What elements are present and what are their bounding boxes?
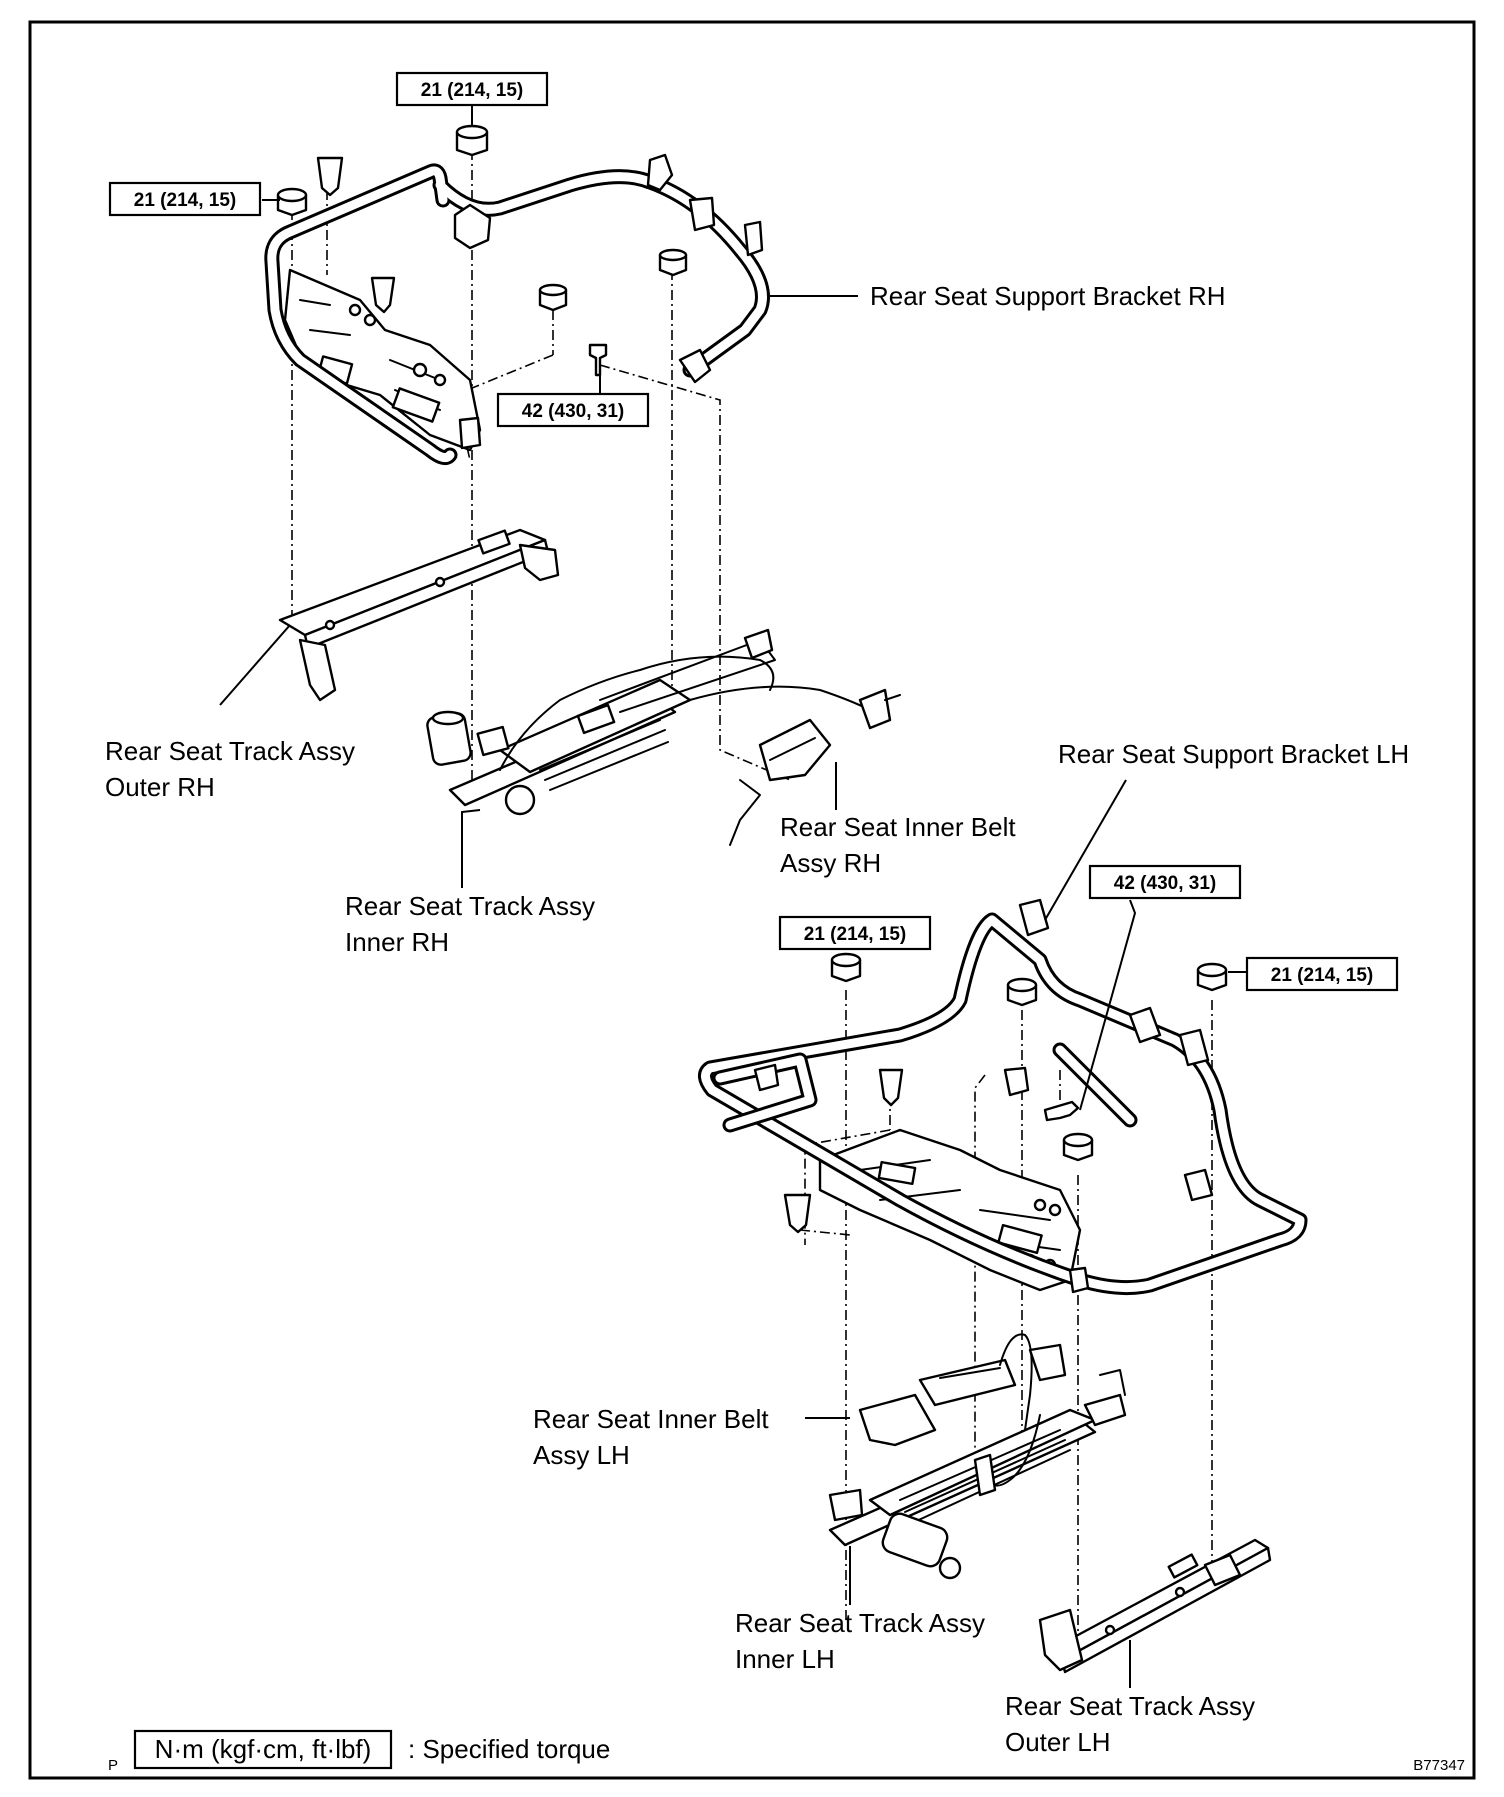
torque-value: 21 (214, 15) [1271, 965, 1373, 986]
label-track-inner-lh-line2: Inner LH [735, 1644, 835, 1674]
figure-code: B77347 [1413, 1757, 1465, 1774]
label-track-inner-lh: Rear Seat Track Assy [735, 1608, 985, 1638]
clip-icon [878, 1068, 904, 1107]
label-belt-lh: Rear Seat Inner Belt [533, 1404, 769, 1434]
torque-value: 21 (214, 15) [421, 80, 523, 101]
figure-border [28, 20, 1476, 1780]
torque-spec-rh-bolt: 42 (430, 31) [496, 375, 650, 428]
rear-seat-track-assy-outer-lh [1038, 1538, 1272, 1674]
motor-icon [881, 1512, 949, 1568]
clip-icon [783, 1193, 812, 1234]
rh-alignment-lines [291, 150, 791, 781]
torque-legend: P N·m (kgf·cm, ft·lbf) : Specified torqu… [108, 1729, 610, 1774]
legend-units: N·m (kgf·cm, ft·lbf) [155, 1734, 372, 1764]
torque-value: 21 (214, 15) [134, 190, 236, 211]
torque-value: 21 (214, 15) [804, 924, 906, 945]
label-track-outer-lh-line2: Outer LH [1005, 1727, 1111, 1757]
label-track-outer-rh-line2: Outer RH [105, 772, 215, 802]
label-belt-rh: Rear Seat Inner Belt [780, 812, 1016, 842]
rear-seat-track-assy-inner-lh [828, 1369, 1127, 1580]
lh-fasteners [783, 952, 1228, 1234]
corner-mark: P [108, 1757, 118, 1774]
torque-spec-rh-left: 21 (214, 15) [108, 181, 262, 217]
rear-seat-inner-belt-assy-rh [689, 685, 901, 846]
bolt-icon [588, 343, 608, 377]
label-support-bracket-lh: Rear Seat Support Bracket LH [1058, 739, 1409, 769]
label-track-outer-rh: Rear Seat Track Assy [105, 736, 355, 766]
label-track-inner-rh-line2: Inner RH [345, 927, 449, 957]
torque-spec-lh-right: 21 (214, 15) [1245, 956, 1399, 992]
clip-icon [316, 156, 344, 197]
leader-lines [219, 106, 1246, 1688]
rear-seat-support-bracket-rh [264, 153, 770, 466]
label-belt-rh-line2: Assy RH [780, 848, 881, 878]
torque-spec-rh-top: 21 (214, 15) [395, 71, 549, 107]
torque-value: 42 (430, 31) [1114, 873, 1216, 894]
rear-seat-track-assy-outer-rh [278, 528, 560, 702]
rear-seat-track-assy-inner-rh [426, 628, 776, 816]
label-support-bracket-rh: Rear Seat Support Bracket RH [870, 281, 1226, 311]
rear-seat-support-bracket-lh [698, 898, 1308, 1296]
lh-alignment-lines [799, 990, 1213, 1650]
torque-value: 42 (430, 31) [522, 401, 624, 422]
torque-spec-lh-bolt: 42 (430, 31) [1088, 864, 1242, 900]
clip-icon [370, 276, 396, 314]
label-track-inner-rh: Rear Seat Track Assy [345, 891, 595, 921]
legend-text: : Specified torque [408, 1734, 610, 1764]
rear-seat-inner-belt-assy-lh [858, 1333, 1067, 1447]
bolt-icon [1043, 1100, 1080, 1122]
torque-spec-lh-left: 21 (214, 15) [778, 915, 932, 951]
label-belt-lh-line2: Assy LH [533, 1440, 630, 1470]
rh-fasteners [276, 124, 688, 377]
label-track-outer-lh: Rear Seat Track Assy [1005, 1691, 1255, 1721]
